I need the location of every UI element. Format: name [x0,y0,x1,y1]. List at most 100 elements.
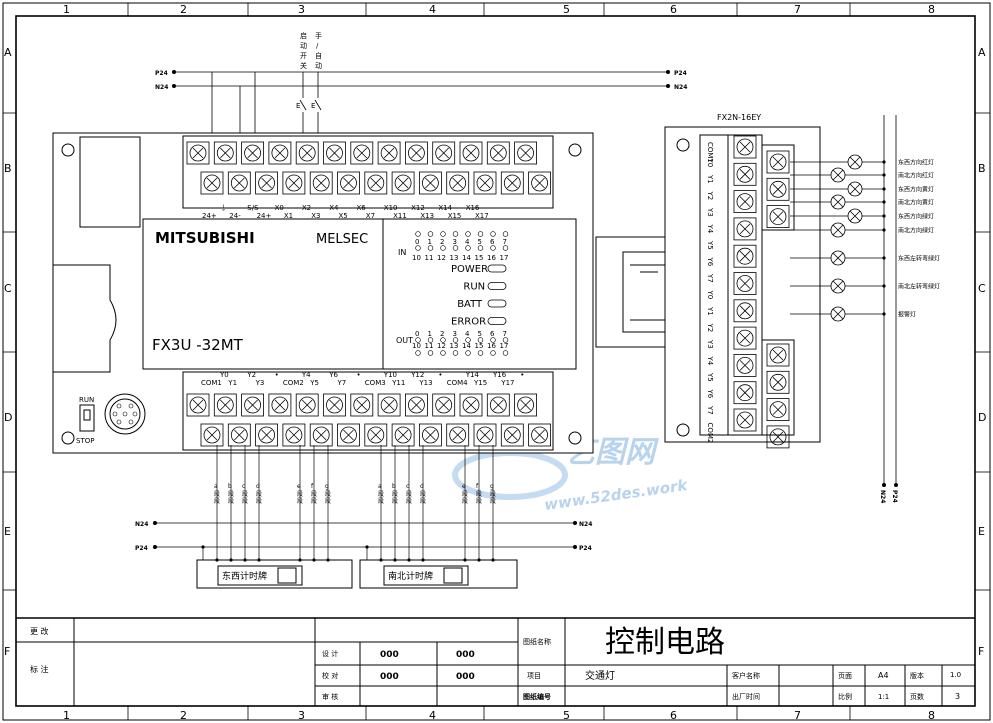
status-label: BATT [457,299,483,310]
bus-connector [595,236,677,348]
expansion-terminal [733,190,757,214]
output-led-label: 1 [428,330,432,338]
output-led [477,337,484,343]
input-label: X17 [475,212,489,220]
drawing-name-label: 图纸名称 [523,637,551,646]
output-terminal-lower [282,423,306,447]
output-led-label: 14 [462,342,471,350]
input-terminal-upper [213,141,237,165]
status-led [487,282,507,290]
output-label: Y3 [255,379,265,387]
mid-rail-n24-right: N24 [579,521,592,528]
segment-word: 段 [242,490,248,498]
input-terminal-lower [309,171,333,195]
factory-time-label: 出厂时间 [732,692,760,701]
input-led-label: 3 [453,238,457,246]
grid-col-top: 2 [180,3,187,16]
output-terminal-upper [323,393,346,417]
in-label: IN [398,248,406,257]
input-label: 24- [229,212,241,220]
status-label: ERROR [451,317,486,328]
input-led [452,245,459,251]
segment-letter: b [392,483,396,490]
start-switch-c4: 关 [300,61,307,70]
lamp-label: 东西方向黄灯 [898,186,934,194]
segment-word: 段 [214,497,220,505]
output-label: Y13 [418,379,432,387]
input-terminal-lower [282,171,306,195]
mid-rail-n24-left: N24 [135,521,148,528]
lamp-label: 东西左转弯绿灯 [898,255,940,263]
version-label: 版本 [910,671,924,680]
expansion-label: Y7 [706,405,714,415]
segment-word: 段 [311,497,317,505]
manual-switch-c1: 手 [315,31,322,40]
status-led [487,299,507,308]
input-terminal-upper [350,141,374,165]
input-terminal-upper [323,141,346,165]
segment-letter: a [214,483,218,490]
segment-letter: c [406,483,409,490]
project-value: 交通灯 [585,669,615,682]
mid-rail-p24-right: P24 [579,545,592,552]
segment-word: 段 [325,490,331,498]
segment-word: 段 [420,490,426,498]
version-value: 1.0 [950,671,961,679]
output-terminal-lower [391,423,415,447]
segment-letter: b [228,483,232,490]
timer-display-ns: 南北计时牌 [359,559,518,589]
output-label: Y1 [227,379,237,387]
lamp-label: 南北方向红灯 [898,172,934,180]
output-terminal-lower [364,423,388,447]
input-led [427,245,434,251]
segment-word: 段 [228,497,234,505]
output-terminal-upper [486,393,510,417]
segment-letter: e [462,483,466,490]
start-switch-c3: 开 [300,52,307,60]
lamp-label: 南北方向绿灯 [898,227,934,235]
customer-label: 客户名称 [732,671,760,680]
segment-word: 段 [490,490,496,498]
output-label: Y0 [219,371,229,379]
input-terminal-lower [500,171,524,195]
output-led [415,337,421,343]
input-label: X12 [411,204,425,212]
output-label: COM3 [365,379,386,387]
expansion-label: Y2 [706,323,714,333]
drawing-no-label: 图纸编号 [523,692,551,701]
expansion-terminal-aux [766,370,790,394]
input-terminal-lower [446,171,470,195]
plc-series: MELSEC [316,232,368,247]
expansion-terminal [733,217,757,241]
expansion-label: COM2 [706,423,714,444]
status-led [487,317,507,325]
output-led-label: 7 [503,330,507,338]
plc-input-terminals [186,141,551,195]
check-value: 000 [380,672,399,682]
segment-letter: e [297,483,301,490]
output-led [490,350,496,356]
input-terminal-lower [473,171,497,195]
grid-col-top: 4 [429,3,436,16]
segment-word: 段 [325,497,331,505]
input-terminal-lower [364,171,388,195]
input-led [452,231,459,237]
input-terminal-upper [241,141,265,165]
design-value: 000 [380,650,399,660]
output-led [427,337,434,343]
output-label: Y7 [337,379,347,387]
output-label: COM4 [447,379,468,387]
inner-frame [15,15,976,707]
mid-rail-p24-left: P24 [135,545,148,552]
segment-word: 段 [462,490,468,498]
output-label: • [438,371,442,379]
output-led [415,350,421,356]
input-terminal-lower [227,171,251,195]
plc-model: FX3U -32MT [152,336,244,354]
expansion-label: Y6 [706,257,714,267]
segment-word: 段 [490,497,496,505]
right-rails: N24 P24 [879,115,898,503]
grid-row-right: A [978,46,986,59]
